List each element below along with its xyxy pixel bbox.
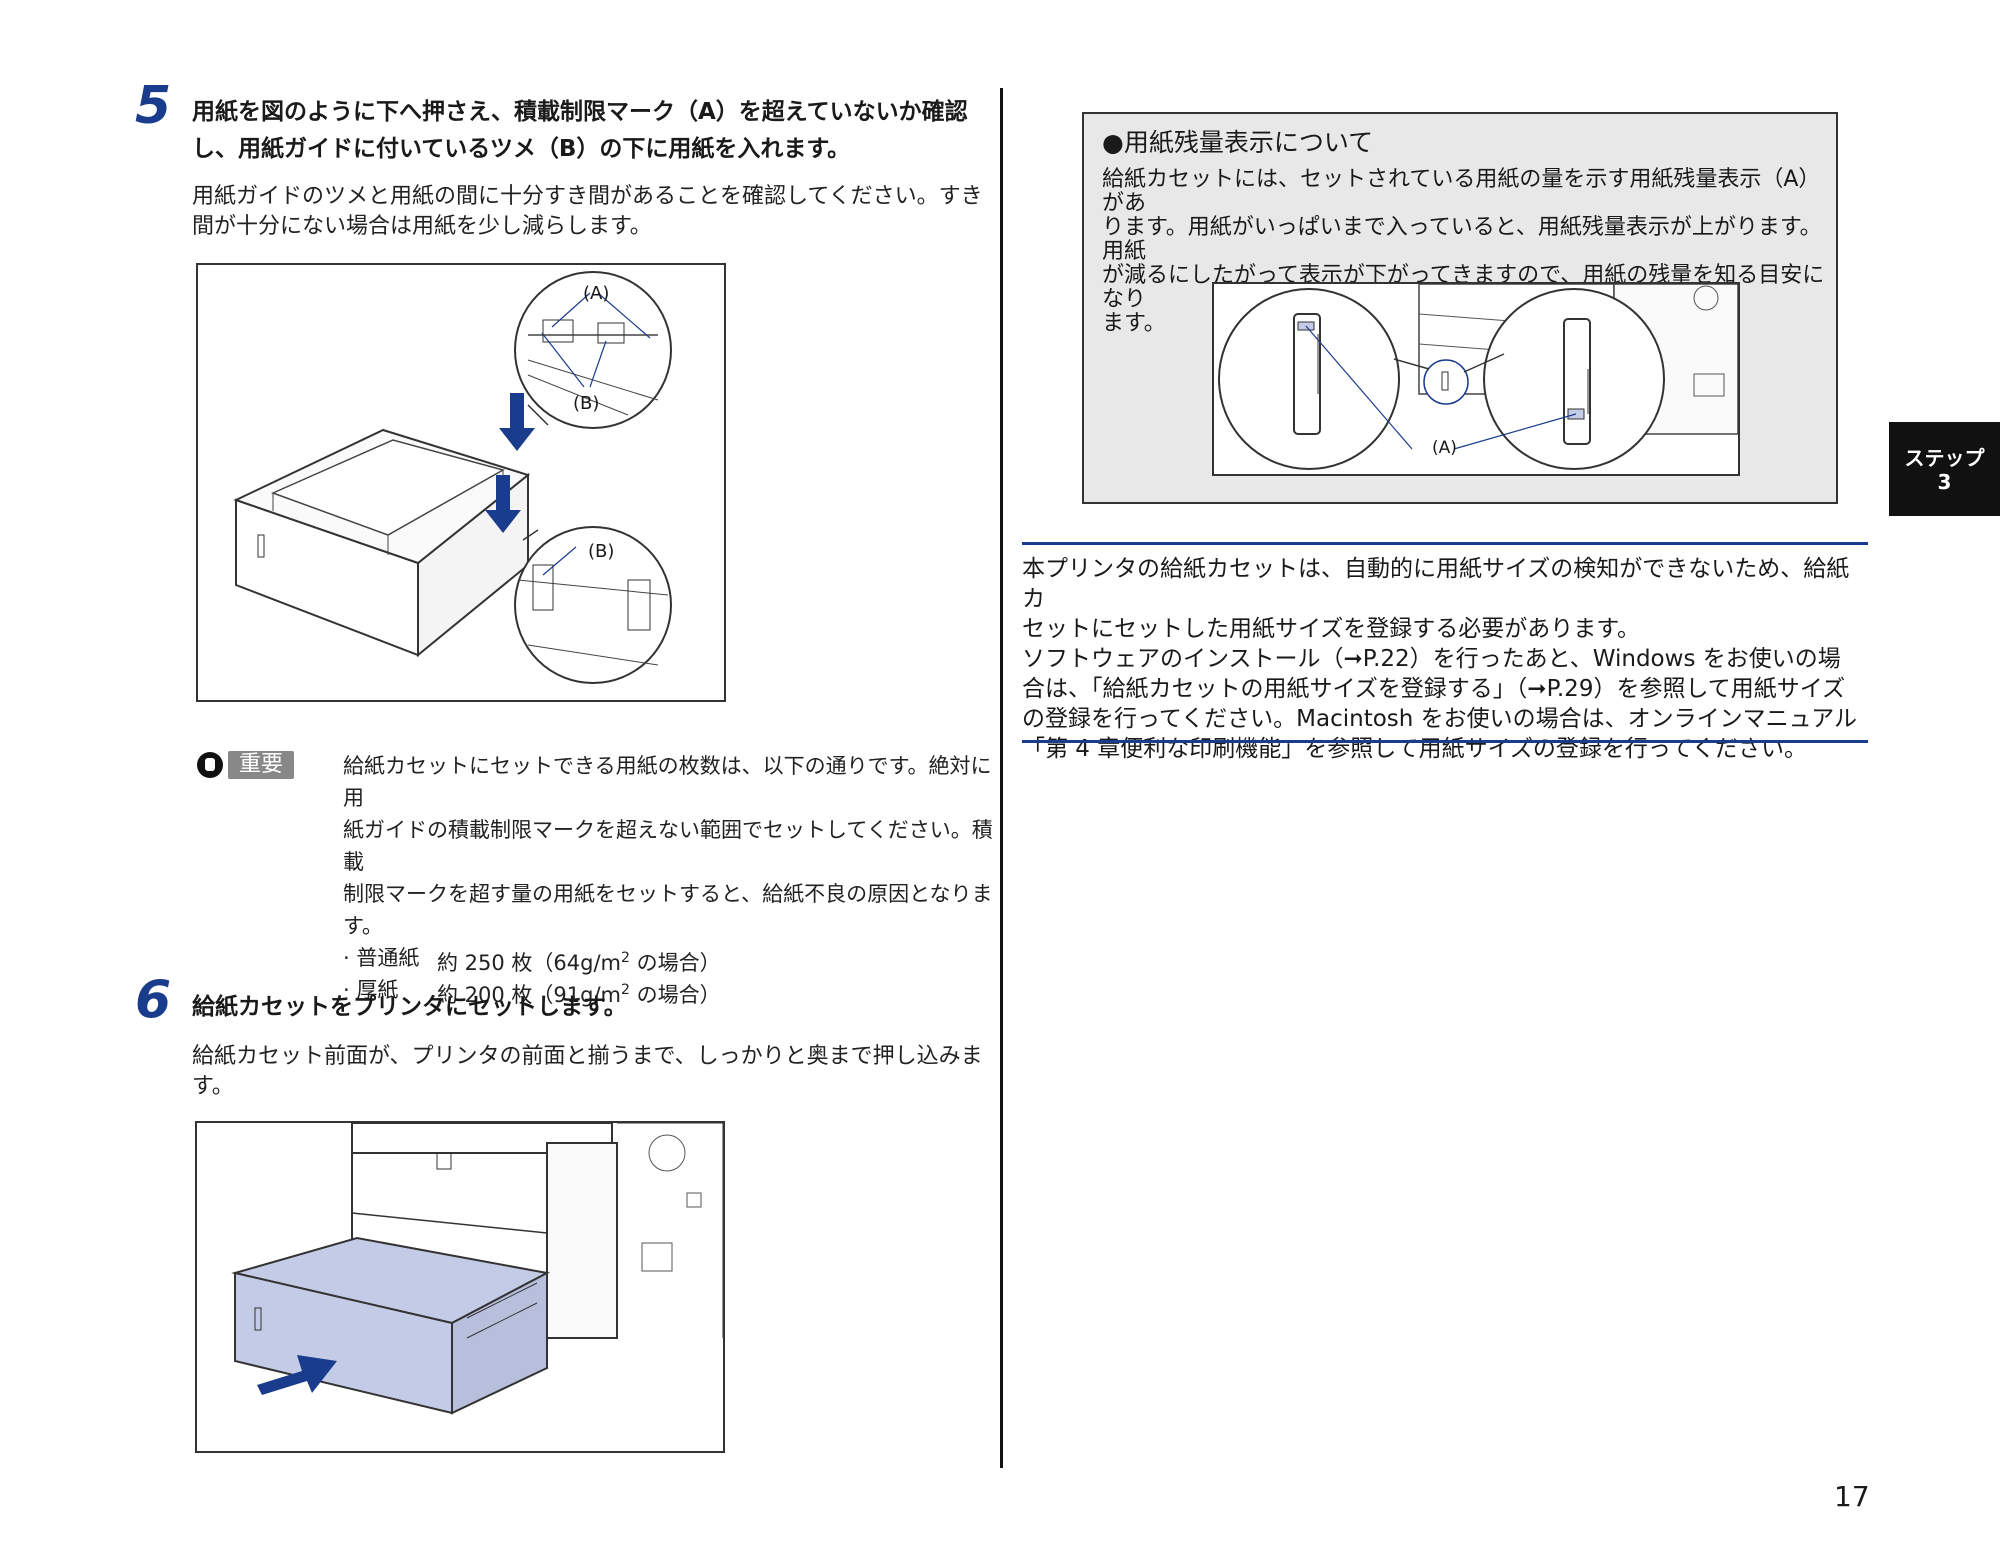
paper-level-illustration	[1218, 284, 1738, 470]
push-in-arrow-icon	[257, 1355, 337, 1395]
step6-body: 給紙カセット前面が、プリンタの前面と揃うまで、しっかりと奥まで押し込みま す。	[192, 1044, 983, 1099]
note-top-rule	[1022, 542, 1868, 545]
column-divider	[1000, 88, 1003, 1468]
note-bottom-rule	[1022, 740, 1868, 743]
important-badge-label: 重要	[228, 751, 294, 779]
step-number-6: 6	[135, 970, 172, 1030]
stop-hand-icon	[197, 752, 223, 778]
step-number-5: 5	[135, 76, 172, 136]
paper-level-figure: (A)	[1212, 282, 1740, 476]
paper-capacity-thick: · 厚紙約 200 枚（91g/m2 の場合）	[343, 978, 721, 1007]
chapter-tab-step-3[interactable]: ステップ 3	[1889, 422, 2000, 516]
page-number: 17	[1834, 1480, 1870, 1513]
paper-capacity-plain: · 普通紙約 250 枚（64g/m2 の場合）	[343, 946, 721, 975]
press-down-arrow-icon	[499, 393, 535, 451]
figure-label-a: (A)	[583, 283, 610, 304]
paper-size-note: 本プリンタの給紙カセットは、自動的に用紙サイズの検知ができないため、給紙カ セッ…	[1022, 556, 1857, 762]
paper-tray-figure: (A) (B) (B)	[196, 263, 726, 702]
press-down-arrow-icon	[485, 475, 521, 533]
paper-tray-illustration	[233, 271, 672, 684]
paper-level-info-box: ●用紙残量表示について 給紙カセットには、セットされている用紙の量を示す用紙残量…	[1082, 112, 1838, 504]
figure-label-b-top: (B)	[573, 393, 600, 414]
insert-tray-illustration	[231, 1123, 723, 1415]
figure-label-b-bottom: (B)	[588, 541, 615, 562]
important-badge: 重要	[196, 751, 296, 779]
info-figure-label-a: (A)	[1432, 438, 1457, 458]
info-title: ●用紙残量表示について	[1102, 128, 1374, 157]
step5-body: 用紙ガイドのツメと用紙の間に十分すき間があることを確認してください。すき 間が十…	[192, 184, 983, 239]
insert-tray-figure	[195, 1121, 725, 1453]
step5-title: 用紙を図のように下へ押さえ、積載制限マーク（A）を超えていないか確認 し、用紙ガ…	[192, 99, 968, 162]
important-text: 給紙カセットにセットできる用紙の枚数は、以下の通りです。絶対に用 紙ガイドの積載…	[343, 750, 1003, 1007]
step6-title: 給紙カセットをプリンタにセットします。	[192, 994, 627, 1020]
